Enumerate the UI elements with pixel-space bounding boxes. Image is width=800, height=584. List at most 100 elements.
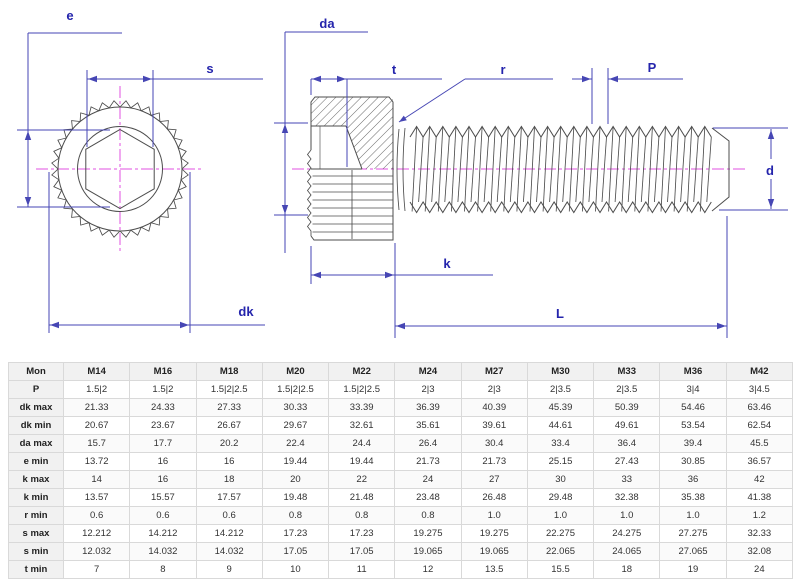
row-label-cell: s min	[8, 542, 64, 561]
value-cell: 19.275	[394, 524, 462, 543]
value-cell: 27.065	[659, 542, 727, 561]
value-cell: 14.032	[129, 542, 197, 561]
thread-crest-bottom	[409, 201, 712, 214]
value-cell: 17.05	[261, 542, 330, 561]
value-cell: 40.39	[460, 398, 528, 417]
value-cell: 23.67	[129, 416, 197, 435]
value-cell: 0.6	[62, 506, 131, 525]
value-cell: 14.212	[129, 524, 197, 543]
col-header-cell: M30	[526, 362, 595, 381]
value-cell: 53.54	[659, 416, 727, 435]
value-cell: 13.5	[460, 560, 528, 579]
value-cell: 1.5|2|2.5	[261, 380, 330, 399]
value-cell: 13.57	[62, 488, 131, 507]
value-cell: 19.065	[460, 542, 528, 561]
value-cell: 26.4	[394, 434, 462, 453]
thread-flank	[647, 126, 653, 212]
value-cell: 49.61	[593, 416, 661, 435]
col-header-cell: M16	[129, 362, 197, 381]
value-cell: 17.23	[328, 524, 396, 543]
value-cell: 12	[394, 560, 462, 579]
value-cell: 42	[725, 470, 794, 489]
thread-flank	[595, 126, 601, 212]
dimension-lines	[17, 31, 788, 338]
dimension-arrowhead	[281, 124, 289, 133]
dim-label-e: e	[66, 8, 73, 23]
value-cell: 12.032	[62, 542, 131, 561]
row-label-cell: r min	[8, 506, 64, 525]
hex-socket	[85, 128, 155, 210]
dim-label-s: s	[206, 61, 213, 76]
value-cell: 32.33	[725, 524, 794, 543]
value-cell: 19.48	[261, 488, 330, 507]
value-cell: 45.39	[526, 398, 595, 417]
value-cell: 10	[261, 560, 330, 579]
dimension-labels: e s dk da t r P d k L	[66, 8, 774, 321]
col-header-cell: M27	[460, 362, 528, 381]
value-cell: 32.61	[328, 416, 396, 435]
dimension-arrowhead	[767, 130, 775, 139]
value-cell: 36.4	[593, 434, 661, 453]
dimension-arrowhead	[312, 271, 321, 279]
thread-flank	[686, 126, 693, 212]
thread-runout-curve	[396, 128, 400, 211]
socket-cone-line	[345, 125, 363, 170]
value-cell: 22.065	[526, 542, 595, 561]
col-header-cell: M36	[659, 362, 727, 381]
value-cell: 22.275	[526, 524, 595, 543]
value-cell: 26.48	[460, 488, 528, 507]
value-cell: 1.0	[659, 506, 727, 525]
thread-flank	[667, 136, 673, 203]
dimension-arrowhead	[385, 271, 394, 279]
value-cell: 39.61	[460, 416, 528, 435]
value-cell: 27.33	[195, 398, 263, 417]
value-cell: 30	[526, 470, 595, 489]
value-cell: 18	[195, 470, 263, 489]
socket-cavity	[311, 126, 362, 169]
col-header-cell: M24	[394, 362, 462, 381]
value-cell: 35.38	[659, 488, 727, 507]
value-cell: 14	[62, 470, 131, 489]
socket-circle	[77, 126, 163, 212]
d-label-mask	[760, 161, 780, 177]
dimension-arrowhead	[88, 75, 97, 83]
col-header-cell: M42	[725, 362, 794, 381]
value-cell: 20.2	[195, 434, 263, 453]
value-cell: 15.5	[526, 560, 595, 579]
value-cell: 20.67	[62, 416, 131, 435]
row-label-cell: k min	[8, 488, 64, 507]
thread-flank	[660, 126, 666, 212]
value-cell: 24	[394, 470, 462, 489]
row-label-cell: dk min	[8, 416, 64, 435]
thread-flank	[490, 126, 496, 212]
thread-flank	[464, 126, 470, 212]
value-cell: 33.39	[328, 398, 396, 417]
thread-flank	[588, 136, 594, 203]
thread-flank	[424, 126, 431, 212]
technical-drawing: e s dk da t r P d k L	[17, 8, 788, 338]
row-label-cell: e min	[8, 452, 64, 471]
dim-label-t: t	[392, 62, 397, 77]
value-cell: 1.0	[593, 506, 661, 525]
value-cell: 17.23	[261, 524, 330, 543]
thread-flank	[437, 126, 444, 212]
side-view-screw	[310, 96, 730, 241]
value-cell: 2|3	[460, 380, 528, 399]
r-leader-arrowhead	[399, 115, 407, 122]
value-cell: 2|3.5	[526, 380, 595, 399]
value-cell: 20	[261, 470, 330, 489]
thread-flank	[575, 136, 581, 203]
thread-flank	[673, 126, 680, 212]
value-cell: 22.4	[261, 434, 330, 453]
thread-flank	[562, 136, 568, 203]
thread-flank	[470, 136, 476, 203]
value-cell: 21.33	[62, 398, 131, 417]
value-cell: 18	[593, 560, 661, 579]
